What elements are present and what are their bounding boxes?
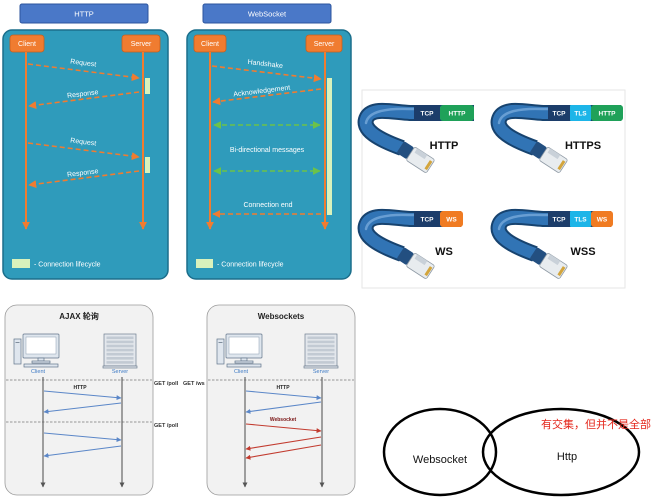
http-header — [19, 3, 149, 24]
ws-layer-tag — [440, 211, 463, 227]
protocol-label-wss: WSS — [570, 246, 595, 258]
http-response-arrow — [43, 402, 122, 414]
tcp-layer-tag — [548, 211, 570, 227]
ws-layer-label: WS — [597, 217, 608, 224]
server-label: Server — [112, 369, 128, 375]
websocket-message-label: Websocket — [270, 417, 297, 423]
legend-label: - Connection lifecycle — [217, 262, 284, 269]
tcp-layer-label: TCP — [421, 217, 435, 224]
client-label: Client — [18, 41, 36, 48]
protocol-label-https: HTTPS — [565, 140, 601, 152]
protocol-label-ws: WS — [435, 246, 453, 258]
tcp-layer-label: TCP — [421, 111, 435, 118]
request-arrow — [27, 63, 140, 82]
ws-layer-label: WS — [446, 217, 457, 224]
server-label: Server — [314, 41, 335, 48]
http-response-arrow — [245, 401, 322, 414]
http-set — [481, 407, 641, 497]
server-label: Server — [131, 41, 152, 48]
protocol-label-http: HTTP — [430, 140, 459, 152]
server-box — [121, 34, 161, 53]
websocket-panel — [186, 29, 352, 280]
poll-request-label: GET /poll — [154, 423, 179, 429]
ajax-panel — [4, 304, 154, 496]
tcp-layer-tag — [414, 105, 440, 121]
response-arrow — [28, 91, 140, 110]
protocol-stack-cables: TCP HTTP HTTP TCP TLS HTTP HTTPS — [357, 89, 626, 289]
client-label: Client — [31, 369, 46, 375]
acknowledgement-arrow — [212, 88, 322, 106]
http-message-label: HTTP — [73, 385, 87, 391]
tcp-layer-label: TCP — [553, 111, 567, 118]
websockets-panel — [206, 304, 356, 496]
http-layer-tag — [591, 105, 623, 121]
response-label: Response — [67, 89, 99, 100]
websocket-message-arrow — [245, 436, 322, 451]
tls-layer-tag — [570, 105, 591, 121]
handshake-label: Handshake — [247, 59, 283, 70]
websocket-header — [202, 3, 332, 24]
tls-layer-label: TLS — [574, 111, 587, 118]
http-header-label: HTTP — [74, 10, 94, 19]
venn-diagram: Websocket Http 有交集，但并不是全部 — [382, 407, 651, 497]
websocket-message-arrow — [245, 444, 322, 460]
tcp-layer-tag — [414, 211, 440, 227]
websocket-set-label: Websocket — [413, 454, 467, 466]
connection-lifecycle-bar — [327, 78, 332, 215]
connection-end-label: Connection end — [243, 202, 292, 209]
http-sequence-diagram: HTTP Client Server Request Response Requ… — [2, 3, 169, 280]
response-label: Response — [67, 168, 99, 179]
connection-lifecycle-bar — [145, 78, 150, 94]
desktop-computer-icon — [13, 333, 60, 368]
connection-lifecycle-bar — [145, 157, 150, 173]
ajax-polling-diagram: AJAX 轮询 Client Server GET /poll GET /po — [4, 304, 179, 496]
intersection-note: 有交集，但并不是全部 — [541, 417, 651, 431]
websockets-title: Websockets — [258, 312, 305, 321]
http-response-arrow — [43, 445, 122, 458]
websocket-header-label: WebSocket — [248, 10, 287, 19]
http-request-arrow — [43, 390, 122, 401]
http-layer-label: HTTP — [599, 111, 617, 118]
ethernet-cable-icon: TCP TLS HTTP HTTPS — [490, 102, 623, 173]
server-label: Server — [313, 369, 329, 375]
websocket-sequence-diagram: WebSocket Client Server Handshake Acknow… — [186, 3, 352, 280]
legend-swatch — [196, 259, 213, 268]
tls-layer-tag — [570, 211, 591, 227]
tcp-layer-label: TCP — [553, 217, 567, 224]
websocket-set — [382, 407, 498, 497]
http-set-label: Http — [557, 451, 577, 463]
ws-request-label: GET /ws — [183, 381, 205, 387]
ws-layer-tag — [591, 211, 613, 227]
http-message-label: HTTP — [276, 385, 290, 391]
request-label: Request — [70, 137, 97, 147]
http-layer-label: HTTP — [449, 111, 467, 118]
tls-layer-label: TLS — [574, 217, 587, 224]
request-label: Request — [70, 58, 97, 68]
ethernet-cable-icon: TCP TLS WS WSS — [490, 208, 613, 279]
legend-label: - Connection lifecycle — [34, 262, 101, 269]
handshake-arrow — [211, 65, 322, 83]
desktop-computer-icon — [216, 333, 263, 368]
ethernet-cable-icon: TCP WS WS — [357, 208, 463, 279]
client-label: Client — [234, 369, 249, 375]
server-rack-icon — [102, 333, 138, 369]
client-label: Client — [201, 41, 219, 48]
poll-request-label: GET /poll — [154, 381, 179, 387]
http-layer-tag — [440, 105, 474, 121]
legend-swatch — [12, 259, 30, 268]
server-rack-icon — [303, 333, 339, 369]
websockets-diagram: Websockets Client Server GET /ws — [183, 304, 356, 496]
tcp-layer-tag — [548, 105, 570, 121]
ethernet-cable-icon: TCP HTTP HTTP — [357, 102, 474, 173]
response-arrow — [28, 170, 140, 189]
http-request-arrow — [245, 390, 322, 401]
http-panel — [2, 29, 169, 280]
bidirectional-messages-label: Bi-directional messages — [230, 147, 305, 154]
http-request-arrow — [43, 432, 122, 443]
request-arrow — [27, 142, 140, 161]
websocket-message-arrow — [245, 423, 322, 434]
ajax-title: AJAX 轮询 — [59, 311, 99, 321]
